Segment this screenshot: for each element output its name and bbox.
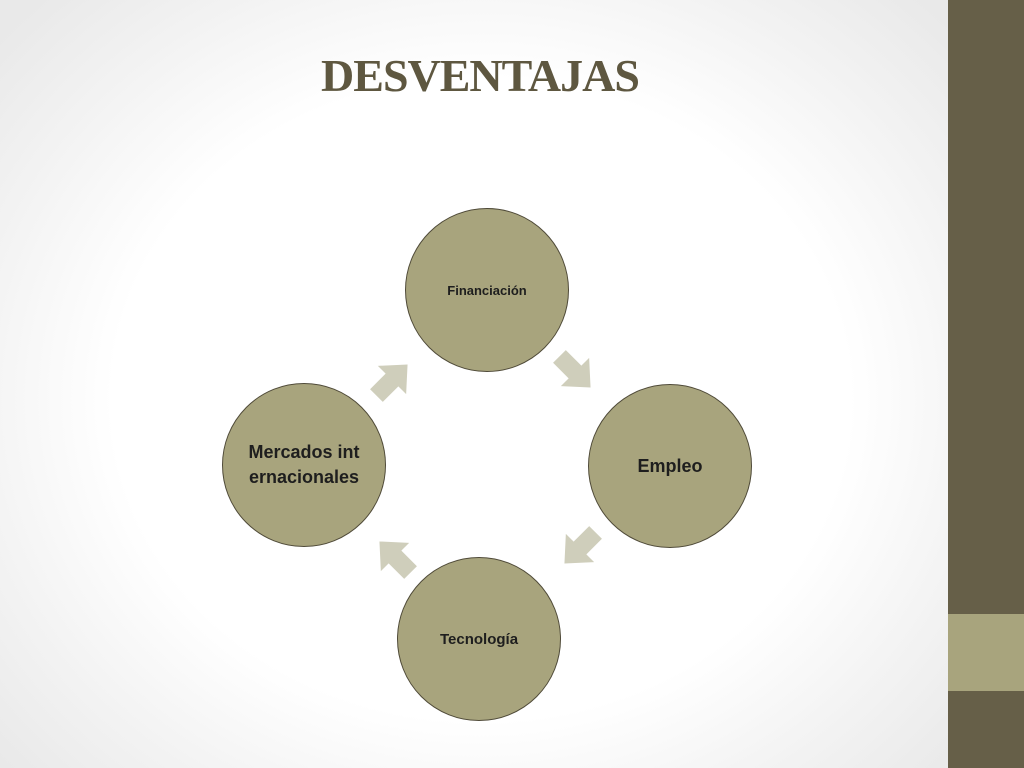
cycle-node-financiacion: Financiación — [405, 208, 569, 372]
slide-title: DESVENTAJAS — [321, 50, 640, 101]
cycle-node-mercados-internacionales: Mercados internacionales — [222, 383, 386, 547]
cycle-node-label: Financiación — [447, 282, 527, 298]
arrow-financiacion-to-empleo-icon — [553, 350, 591, 388]
cycle-node-label: Empleo — [637, 455, 703, 476]
arrow-empleo-to-tecnologia-icon — [564, 526, 602, 564]
cycle-node-tecnologia: Tecnología — [397, 557, 561, 721]
arrow-mercados-to-financiacion-icon — [370, 364, 408, 402]
arrow-tecnologia-to-mercados-icon — [379, 541, 417, 579]
cycle-node-label: Tecnología — [439, 630, 519, 648]
cycle-node-empleo: Empleo — [588, 384, 752, 548]
cycle-node-label: Mercados internacionales — [248, 442, 360, 487]
sidebar-accent-block — [948, 614, 1024, 691]
